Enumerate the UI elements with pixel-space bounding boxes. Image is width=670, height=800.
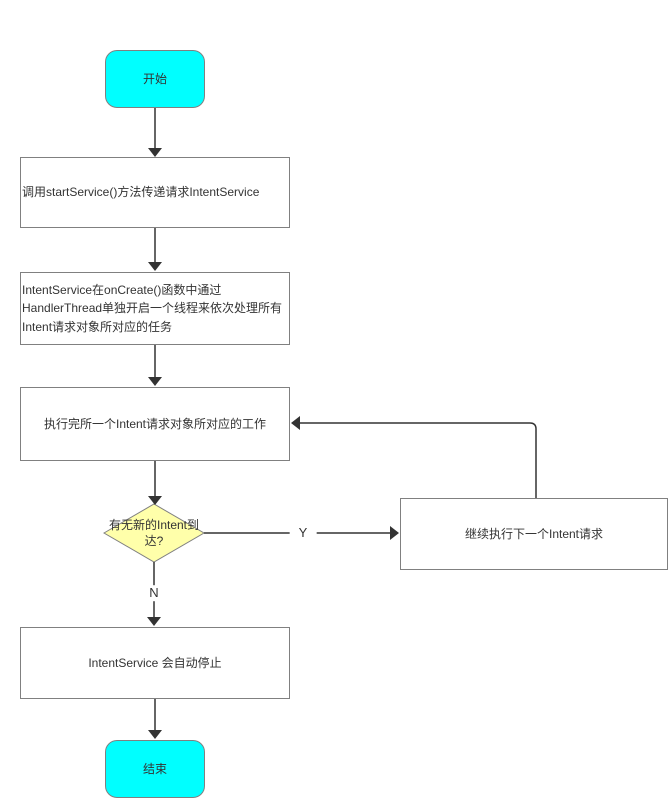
- node-continue-next-intent-label: 继续执行下一个Intent请求: [464, 526, 604, 541]
- node-execute-work: 执行完所一个Intent请求对象所对应的工作: [20, 387, 290, 461]
- node-end: 结束: [105, 740, 205, 798]
- node-start-label: 开始: [142, 71, 167, 86]
- node-continue-next-intent: 继续执行下一个Intent请求: [400, 498, 668, 570]
- node-on-create-thread-label: IntentService在onCreate()函数中通过HandlerThre…: [22, 282, 283, 334]
- arrowhead-left-icon: [291, 416, 300, 430]
- node-new-intent-decision-label: 有无新的Intent到达?: [108, 517, 200, 548]
- arrowhead-down-icon: [148, 148, 162, 157]
- arrowhead-down-icon: [148, 730, 162, 739]
- node-auto-stop-label: IntentService 会自动停止: [88, 655, 222, 670]
- node-call-start-service-label: 调用startService()方法传递请求IntentService: [22, 185, 260, 200]
- node-execute-work-label: 执行完所一个Intent请求对象所对应的工作: [43, 416, 267, 431]
- edge-label-yes: Y: [289, 525, 317, 541]
- arrowhead-down-icon: [148, 262, 162, 271]
- arrowhead-down-icon: [148, 377, 162, 386]
- arrowhead-down-icon: [148, 496, 162, 505]
- node-auto-stop: IntentService 会自动停止: [20, 627, 290, 699]
- node-new-intent-decision: 有无新的Intent到达?: [106, 504, 202, 562]
- node-end-label: 结束: [142, 761, 167, 776]
- node-call-start-service: 调用startService()方法传递请求IntentService: [20, 157, 290, 228]
- arrowhead-right-icon: [390, 526, 399, 540]
- edge-continue-to-execute-loop: [300, 422, 537, 498]
- node-on-create-thread: IntentService在onCreate()函数中通过HandlerThre…: [20, 272, 290, 345]
- node-start: 开始: [105, 50, 205, 108]
- arrowhead-down-icon: [147, 617, 161, 626]
- edge-label-no: N: [140, 585, 168, 601]
